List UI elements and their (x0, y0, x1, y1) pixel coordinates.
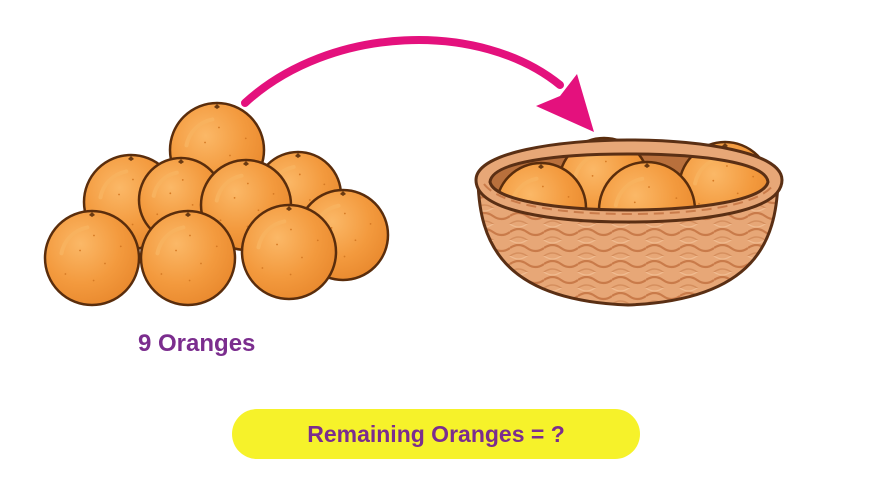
arrow-head (536, 74, 594, 132)
basket-rim-weave (483, 183, 775, 216)
orange-pile (43, 101, 390, 307)
question-pill: Remaining Oranges = ? (232, 409, 640, 459)
question-text: Remaining Oranges = ? (307, 420, 565, 447)
pile-orange (43, 209, 141, 307)
transfer-arrow (241, 36, 594, 132)
orange-count-label: 9 Oranges (138, 330, 256, 357)
arrow-shaft (241, 36, 564, 107)
basket-rim (474, 138, 784, 224)
pile-orange (139, 209, 237, 307)
basket (474, 136, 784, 307)
pile-orange (240, 203, 338, 301)
